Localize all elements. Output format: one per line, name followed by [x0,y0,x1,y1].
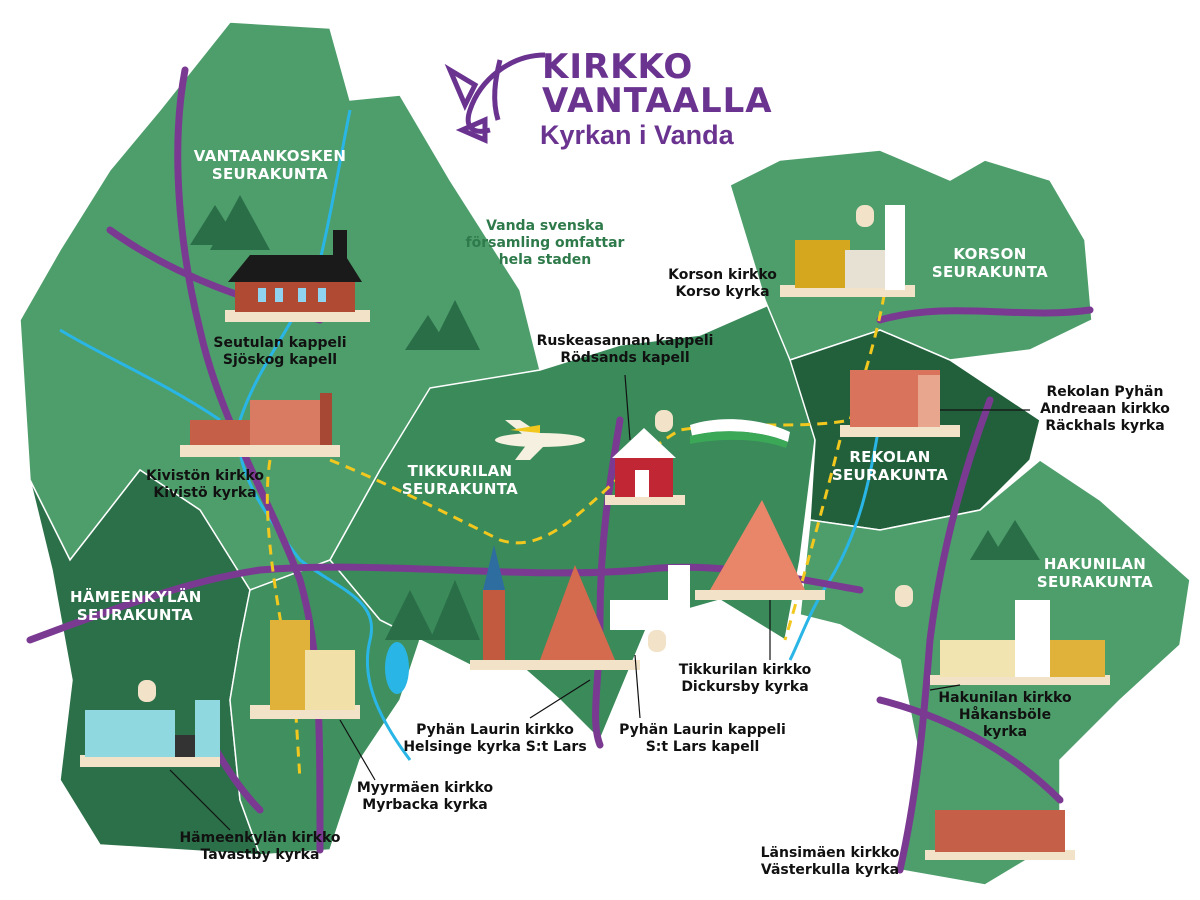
church-name-fi: Tikkurilan kirkko [678,662,812,678]
logo-fish-icon [444,52,546,144]
church-name-fi: Korson kirkko [668,267,777,283]
chapel-pyhanlauri-icon [610,565,690,630]
church-hameenkyla-icon [80,700,220,767]
church-pyhanlauri-icon [470,545,640,670]
church-name-sv: Rödsands kapell [560,349,690,366]
parish-name: KORSON [953,245,1027,263]
church-myyrmaki-icon [250,620,360,719]
train-icon [690,419,790,448]
parish-name: VANTAANKOSKEN [193,147,347,165]
church-name-fi: Andreaan kirkko [1040,400,1170,417]
note-line: Vanda svenska [486,218,604,234]
parish-name: HÄMEENKYLÄN [70,588,202,606]
swedish-parish-note: Vanda svenska församling omfattar hela s… [460,218,630,268]
church-name-fi: Pyhän Laurin kappeli [619,722,786,738]
church-seutula-icon [225,230,370,322]
parish-type: SEURAKUNTA [831,466,949,484]
cemetery-icons [138,205,913,702]
church-name-sv: Tavastby kyrka [200,846,320,863]
logo-line-2: VANTAALLA [542,81,773,121]
church-name-sv: S:t Lars kapell [645,738,760,755]
parish-type: SEURAKUNTA [931,263,1049,281]
church-name-sv: Sjöskog kapell [222,351,338,368]
rivers [59,109,882,761]
church-name-fi: Pyhän Laurin kirkko [416,722,574,738]
parish-name: REKOLAN [849,448,931,466]
note-line: församling omfattar [465,234,625,251]
church-name-fi: Myyrmäen kirkko [356,780,494,796]
church-rekola-icon [840,370,960,437]
parish-type: SEURAKUNTA [1036,573,1154,591]
church-kivisto-icon [180,393,340,457]
parish-type: SEURAKUNTA [401,480,519,498]
church-name-sv: kyrka [982,723,1028,740]
church-name-fi: Kivistön kirkko [146,468,264,484]
church-name-fi: Seutulan kappeli [213,335,347,351]
church-tikkurila-icon [695,500,825,600]
church-name-sv: Västerkulla kyrka [760,861,900,878]
parish-name: TIKKURILAN [407,462,513,480]
church-ruskeasanta-icon [605,428,685,505]
logo-line-3: Kyrkan i Vanda [540,120,734,150]
parish-name: HAKUNILAN [1043,555,1147,573]
airplane-icon [495,420,585,460]
leader-lines [169,374,1030,831]
church-name-fi: Länsimäen kirkko [760,845,900,861]
church-name-sv: Korso kyrka [675,283,770,300]
church-name-sv: Håkansböle [958,706,1052,723]
note-line: hela staden [498,251,592,268]
parish-type: SEURAKUNTA [211,165,329,183]
church-korso-icon [780,205,915,297]
church-name-fi: Hämeenkylän kirkko [179,830,341,846]
lake [385,642,409,694]
railway-main [329,289,887,545]
church-name-sv: Helsinge kyrka S:t Lars [403,738,587,755]
church-name-sv: Dickursby kyrka [681,678,809,695]
church-name-fi: Rekolan Pyhän [1046,384,1164,400]
logo-line-1: KIRKKO [542,47,694,87]
church-name-fi: Hakunilan kirkko [938,690,1072,706]
church-name-sv: Räckhals kyrka [1045,417,1165,434]
church-hakunila-icon [930,600,1110,685]
logo: KIRKKO VANTAALLA Kyrkan i Vanda [448,50,773,151]
parish-type: SEURAKUNTA [76,606,194,624]
church-name-sv: Myrbacka kyrka [362,796,488,813]
church-name-sv: Kivistö kyrka [153,484,257,501]
trees [190,195,1040,640]
church-name-fi: Ruskeasannan kappeli [536,333,714,349]
church-lansimaki-icon [925,810,1075,860]
railway-south [783,439,842,641]
